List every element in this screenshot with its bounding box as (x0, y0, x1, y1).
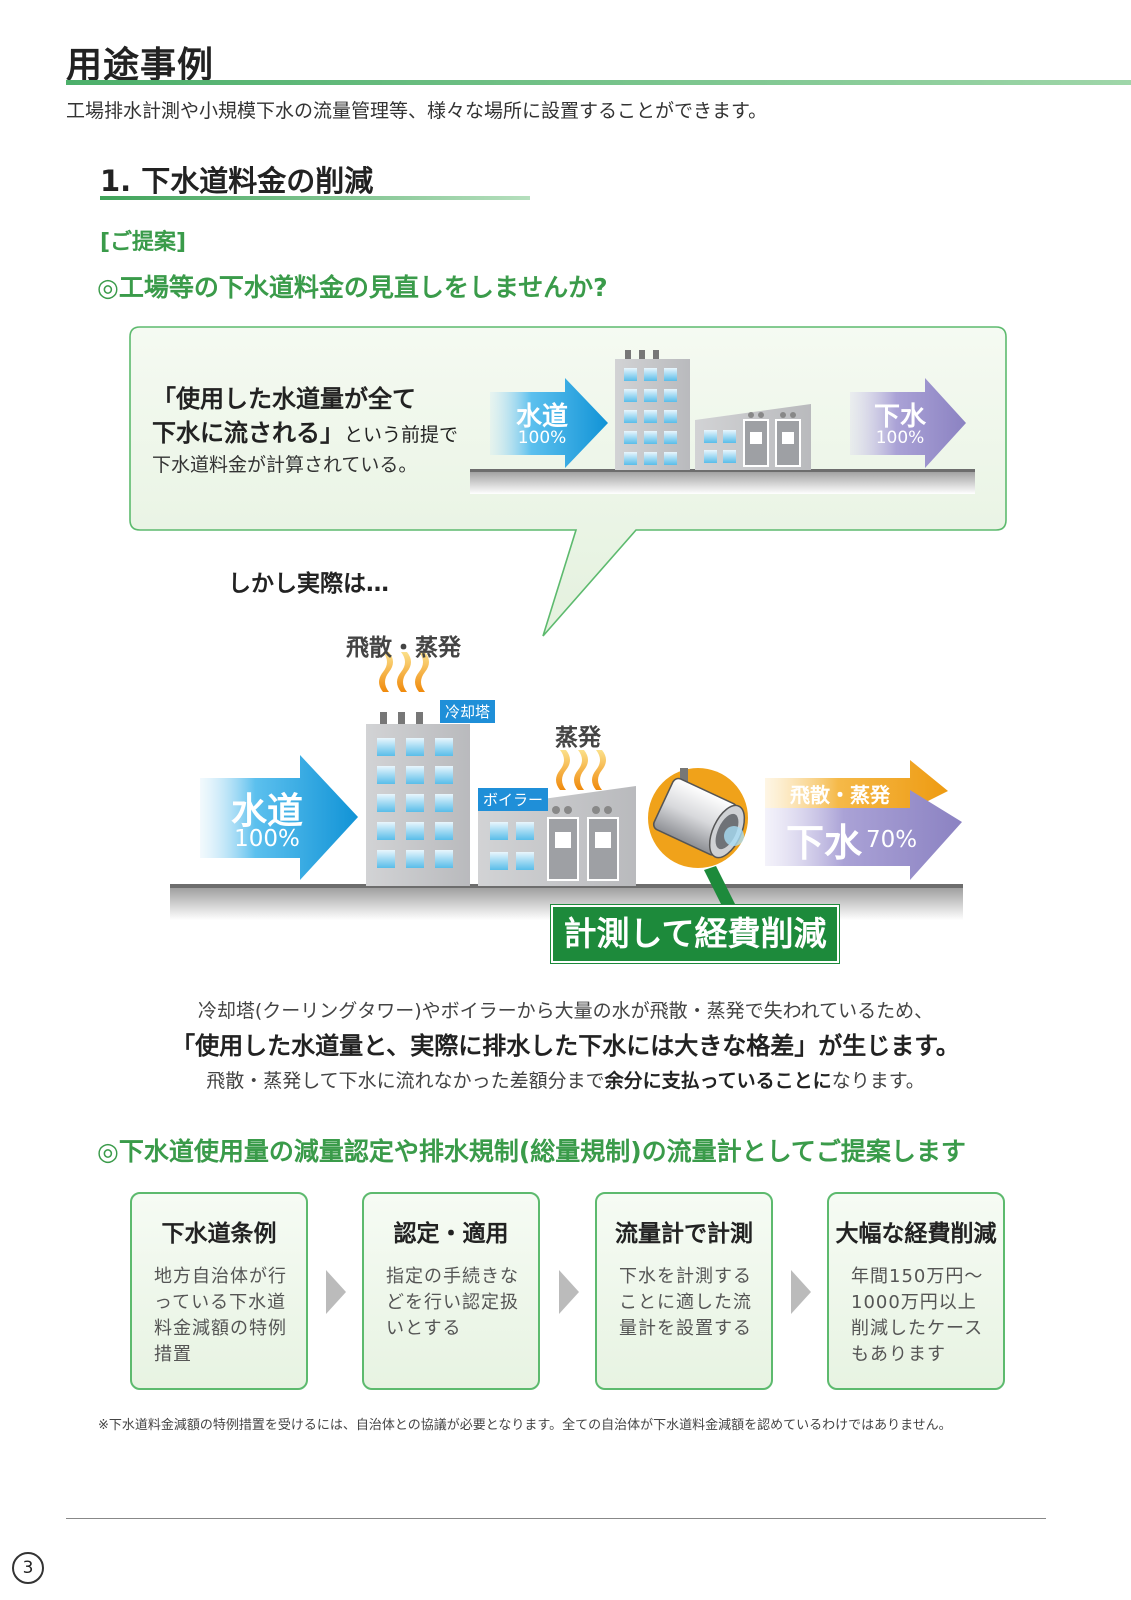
bubble-line2-bold: 下水に流される」 (152, 419, 344, 447)
step-desc: 指定の手続きなどを行い認定扱いとする (386, 1266, 519, 1339)
step-desc: 年間150万円〜1000万円以上削減したケースもあります (851, 1266, 984, 1365)
step-title: 下水道条例 (161, 1221, 277, 1247)
water-label: 水道 (230, 791, 303, 832)
step-arrow-icon (791, 1270, 811, 1314)
explanation-line3-pre: 飛散・蒸発して下水に流れなかった差額分まで (206, 1070, 605, 1092)
explanation-line1: 冷却塔(クーリングタワー)やボイラーから大量の水が飛散・蒸発で失われているため、 (197, 1000, 934, 1022)
title-divider (66, 80, 1131, 85)
bubble-line1: 「使用した水道量が全て (152, 385, 416, 413)
sewage-out-arrow-top (850, 378, 966, 468)
cooling-tower-building (366, 652, 470, 886)
however-text: しかし実際は… (228, 571, 389, 597)
step-title: 認定・適用 (393, 1221, 509, 1247)
sewage-label: 下水 (786, 821, 863, 865)
step-card-measurement: 流量計で計測 下水を計測することに適した流量計を設置する (595, 1192, 773, 1390)
footer-divider (66, 1518, 1046, 1519)
step-desc: 地方自治体が行っている下水道料金減額の特例措置 (154, 1266, 287, 1365)
footnote: ※下水道料金減額の特例措置を受けるには、自治体との協議が必要となります。全ての自… (98, 1418, 952, 1433)
boiler-building (478, 750, 636, 886)
top-sewage-value: 100% (875, 428, 925, 448)
badge-pointer (704, 866, 736, 906)
loss-label: 飛散・蒸発 (790, 783, 890, 807)
sewage-out-arrow (765, 790, 962, 880)
illustration-canvas (129, 326, 1007, 920)
step-desc: 下水を計測することに適した流量計を設置する (619, 1266, 752, 1339)
factory-building-top (615, 350, 811, 470)
flow-meter-icon (648, 768, 748, 868)
water-value: 100% (234, 826, 300, 852)
bubble-line2-rest: という前提で (344, 424, 459, 446)
page-number: 3 (12, 1552, 44, 1584)
boiler-caption: 蒸発 (555, 725, 601, 751)
step-arrow-icon (326, 1270, 346, 1314)
boiler-label: ボイラー (478, 788, 549, 811)
water-in-arrow-top (490, 378, 608, 468)
ground-top (470, 470, 975, 494)
section-title: 1. 下水道料金の削減 (100, 164, 374, 198)
section-divider (100, 196, 530, 200)
step-card-certification: 認定・適用 指定の手続きなどを行い認定扱いとする (362, 1192, 540, 1390)
bubble-line3: 下水道料金が計算されている。 (152, 454, 418, 476)
explanation-line3-bold: 余分に支払っていることに (604, 1070, 832, 1092)
step-card-ordinance: 下水道条例 地方自治体が行っている下水道料金減額の特例措置 (130, 1192, 308, 1390)
proposal-label: [ご提案] (100, 230, 187, 255)
explanation-line2: 「使用した水道量と、実際に排水した下水には大きな格差」が生じます。 (171, 1032, 960, 1060)
top-water-value: 100% (517, 428, 567, 448)
explanation-line3-post: なります。 (831, 1070, 925, 1092)
top-sewage-label: 下水 (873, 402, 926, 432)
top-water-label: 水道 (515, 402, 568, 432)
intro-text: 工場排水計測や小規模下水の流量管理等、様々な場所に設置することができます。 (66, 100, 768, 122)
bubble-statement: 「使用した水道量が全て 下水に流される」という前提で (152, 382, 458, 452)
step-arrow-icon (559, 1270, 579, 1314)
tower-label: 冷却塔 (440, 700, 496, 723)
measure-badge: 計測して経費削減 (550, 904, 840, 964)
tower-caption: 飛散・蒸発 (346, 635, 461, 661)
step-title: 大幅な経費削減 (835, 1221, 997, 1247)
explanation-line3: 飛散・蒸発して下水に流れなかった差額分まで余分に支払っていることになります。 (0, 1066, 1131, 1093)
sewage-value: 70% (866, 827, 918, 853)
page-title: 用途事例 (66, 45, 215, 86)
loss-arrow (765, 760, 948, 810)
proposal-question: ◎工場等の下水道料金の見直しをしませんか? (97, 273, 608, 302)
step-card-savings: 大幅な経費削減 年間150万円〜1000万円以上削減したケースもあります (827, 1192, 1005, 1390)
proposal-question-2: ◎下水道使用量の減量認定や排水規制(総量規制)の流量計としてご提案します (97, 1137, 966, 1166)
step-title: 流量計で計測 (615, 1221, 753, 1247)
water-in-arrow (200, 755, 358, 880)
